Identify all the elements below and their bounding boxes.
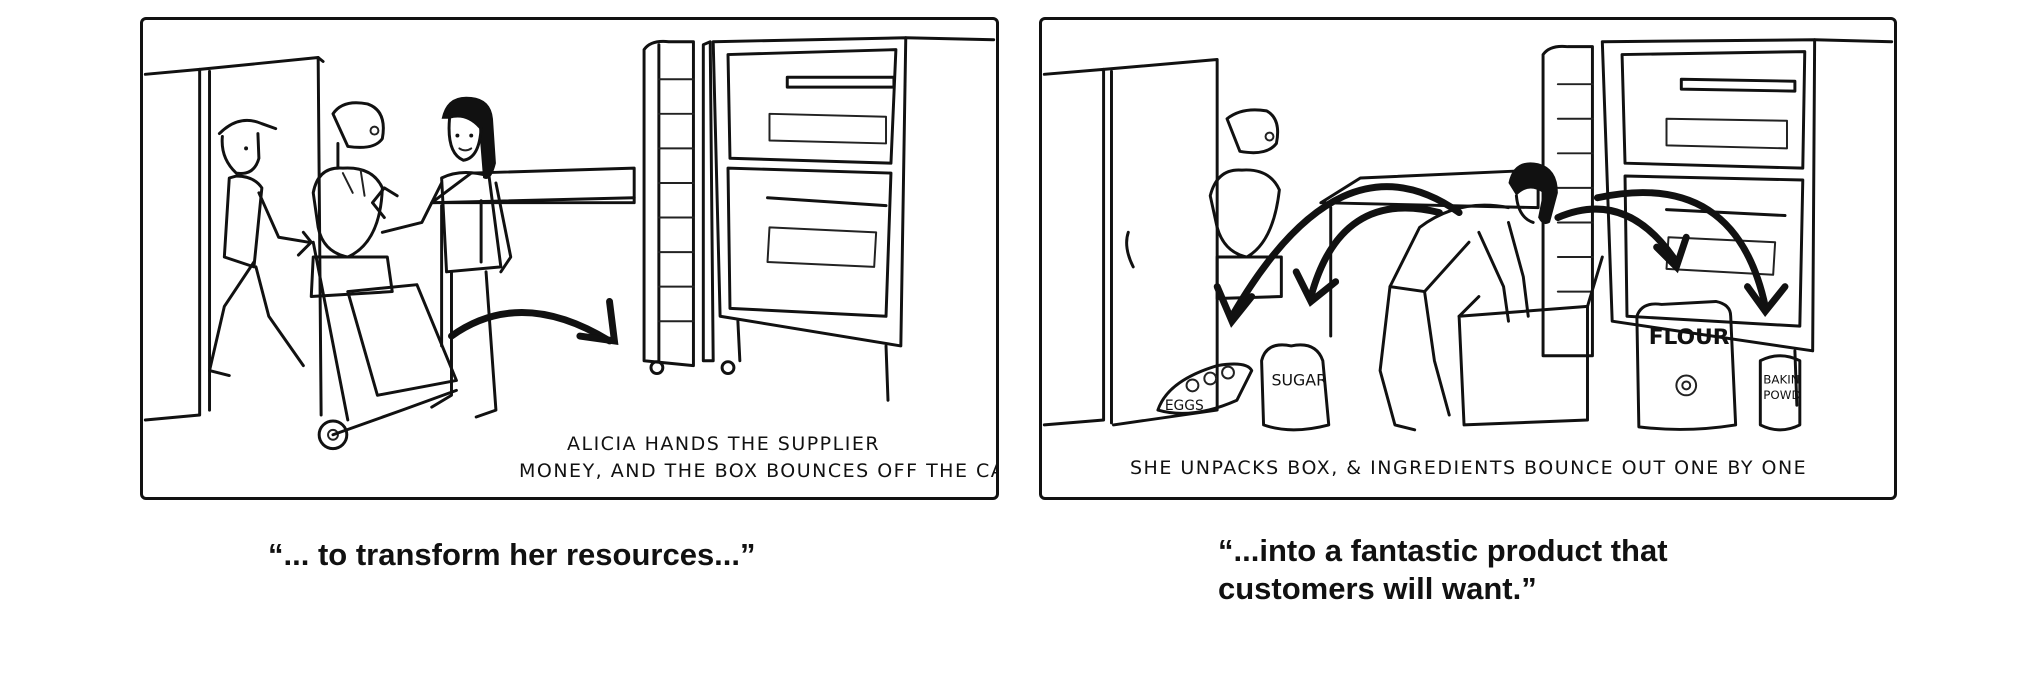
panel-1-illustration — [143, 36, 996, 451]
quote-2-line-2: customers will want.” — [1218, 571, 1537, 606]
oven-cabinet — [711, 36, 996, 402]
eggs-label: EGGS — [1165, 398, 1204, 414]
panel-1-caption-line-1: ALICIA HANDS THE SUPPLIER — [567, 433, 881, 455]
sugar-label: SUGAR — [1271, 370, 1327, 389]
baking-label-line-1: BAKIN — [1763, 372, 1799, 386]
storyboard-panel-2: EGGS SUGAR FLOUR BAKIN POWD — [1039, 17, 1897, 500]
work-table — [430, 166, 636, 348]
bakers-rack — [642, 39, 736, 376]
quote-1-line-1: “... to transform her resources...” — [268, 537, 756, 572]
stand-mixer — [309, 101, 394, 299]
flour-label: FLOUR — [1649, 325, 1730, 350]
bakers-rack — [1541, 44, 1594, 358]
fridge-door — [1042, 58, 1219, 427]
sugar-bag: SUGAR — [1260, 343, 1331, 432]
narration-quote-2: “...into a fantastic product that custom… — [1218, 532, 1668, 608]
oven-cabinet — [1600, 38, 1894, 407]
quote-2-line-1: “...into a fantastic product that — [1218, 533, 1668, 568]
baking-label-line-2: POWD — [1763, 388, 1800, 402]
storyboard-panel-1: ALICIA HANDS THE SUPPLIER MONEY, AND THE… — [140, 17, 999, 500]
panel-2-illustration: EGGS SUGAR FLOUR BAKIN POWD — [1042, 38, 1894, 432]
supplier-character — [208, 118, 458, 451]
alicia-character — [1378, 162, 1558, 432]
bounce-arrows — [1213, 183, 1789, 328]
flour-bag: FLOUR — [1635, 299, 1738, 431]
panel-2-caption-line-1: SHE UNPACKS BOX, & INGREDIENTS BOUNCE OU… — [1130, 457, 1808, 479]
bounce-arrow — [448, 298, 619, 346]
panel-1-caption-line-2: MONEY, AND THE BOX BOUNCES OFF THE CART — [519, 460, 999, 482]
cardboard-box — [1457, 255, 1604, 427]
baking-powder-can: BAKIN POWD — [1758, 354, 1802, 432]
eggs-carton: EGGS — [1156, 362, 1254, 415]
stand-mixer — [1208, 108, 1283, 300]
narration-quote-1: “... to transform her resources...” — [268, 536, 756, 574]
